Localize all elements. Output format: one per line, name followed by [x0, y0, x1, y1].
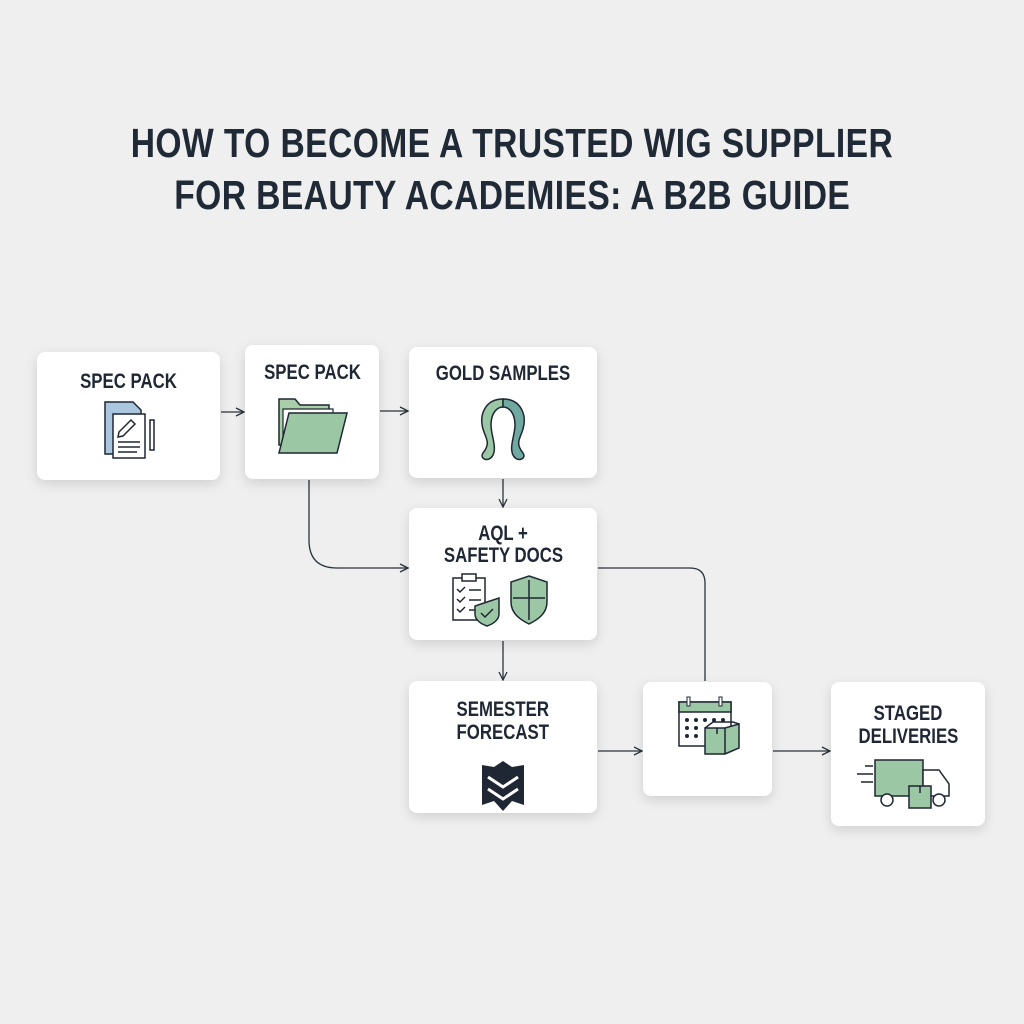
- arrow-2-4: [308, 480, 408, 568]
- delivery-truck-icon: [857, 759, 950, 809]
- node-label: GOLD SAMPLES: [435, 362, 571, 385]
- node-label-line-1: STAGED: [873, 702, 943, 725]
- document-pencil-icon: [104, 401, 155, 459]
- node-label-line-1: AQL +: [478, 522, 528, 545]
- checklist-shield-icon: [452, 573, 548, 627]
- node-spec-pack-document[interactable]: SPEC PACK: [37, 352, 220, 480]
- title-line-2: FOR BEAUTY ACADEMIES: A B2B GUIDE: [173, 172, 851, 218]
- node-semester-forecast[interactable]: SEMESTER FORECAST: [409, 681, 597, 813]
- node-label-line-2: DELIVERIES: [858, 725, 958, 748]
- folder-icon: [278, 398, 348, 454]
- node-staged-deliveries[interactable]: STAGED DELIVERIES: [831, 682, 985, 826]
- node-spec-pack-folder[interactable]: SPEC PACK: [245, 345, 379, 479]
- node-gold-samples[interactable]: GOLD SAMPLES: [409, 347, 597, 478]
- node-label-line-1: SEMESTER: [456, 698, 550, 721]
- node-label-line-2: SAFETY DOCS: [443, 544, 563, 567]
- layers-chevron-icon: [482, 761, 524, 811]
- node-label: SPEC PACK: [263, 361, 361, 384]
- node-label-line-2: FORECAST: [456, 721, 550, 744]
- calendar-box-icon: [678, 696, 740, 755]
- node-label: SPEC PACK: [80, 370, 177, 393]
- title-line-1: HOW TO BECOME A TRUSTED WIG SUPPLIER: [130, 120, 894, 166]
- node-aql-safety-docs[interactable]: AQL + SAFETY DOCS: [409, 508, 597, 640]
- wig-icon: [481, 398, 525, 461]
- node-calendar-schedule[interactable]: [643, 682, 772, 796]
- line-4-6: [598, 567, 706, 681]
